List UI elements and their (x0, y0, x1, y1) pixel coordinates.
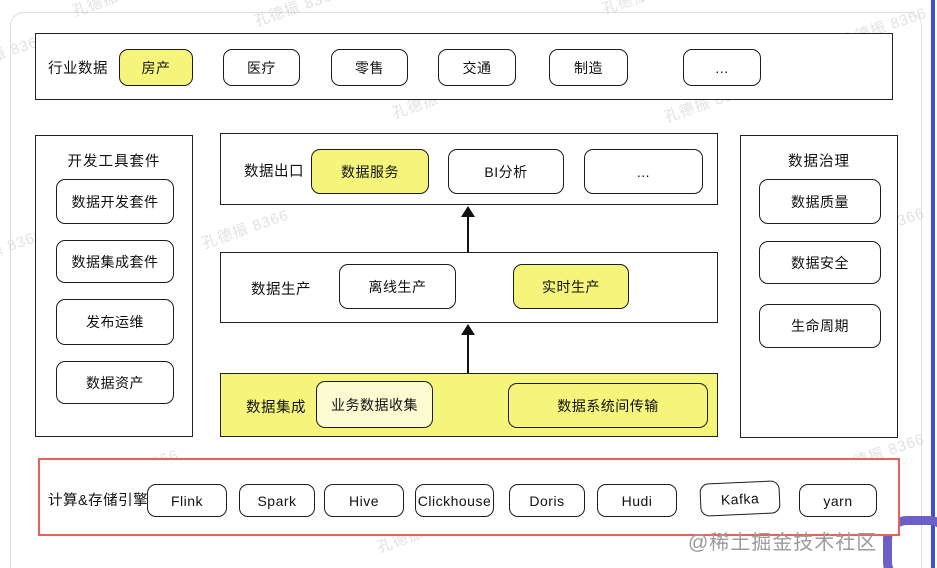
production-item-realtime: 实时生产 (513, 264, 629, 309)
engine-item-clickhouse: Clickhouse (415, 484, 494, 517)
engines-row-container: 计算&存储引擎 Flink Spark Hive Clickhouse Dori… (38, 458, 900, 536)
engine-item-hive: Hive (324, 484, 404, 517)
governance-item-data-security: 数据安全 (759, 241, 881, 284)
engines-row-label: 计算&存储引擎 (48, 492, 149, 509)
industry-item-manufacturing: 制造 (549, 49, 628, 86)
engine-item-hudi: Hudi (597, 484, 677, 517)
devtools-item-data-integration-suite: 数据集成套件 (56, 240, 174, 283)
integration-item-business-data-collection: 业务数据收集 (316, 381, 433, 428)
industry-item-retail: 零售 (331, 49, 408, 86)
export-item-data-service: 数据服务 (311, 149, 429, 194)
arrow-production-to-export-head (461, 206, 475, 217)
engine-item-spark: Spark (239, 484, 315, 517)
export-item-more: ... (584, 149, 703, 194)
devtools-column-title: 开发工具套件 (67, 154, 161, 170)
governance-item-lifecycle: 生命周期 (759, 304, 881, 348)
devtools-item-data-dev-suite: 数据开发套件 (56, 179, 174, 224)
industry-row-container: 行业数据 房产 医疗 零售 交通 制造 ... (35, 33, 893, 100)
export-row-container: 数据出口 数据服务 BI分析 ... (220, 133, 718, 205)
industry-item-medical: 医疗 (223, 49, 300, 86)
industry-item-more: ... (683, 49, 761, 86)
community-credit-watermark: @稀土掘金技术社区 (688, 532, 878, 554)
industry-item-real-estate: 房产 (119, 49, 193, 86)
production-row-label: 数据生产 (251, 282, 311, 298)
engine-item-yarn: yarn (799, 484, 877, 517)
integration-row-label: 数据集成 (246, 399, 306, 416)
integration-item-inter-system-transfer: 数据系统间传输 (508, 383, 708, 428)
integration-row-container: 数据集成 业务数据收集 数据系统间传输 (220, 373, 718, 437)
arrow-integration-to-production-head (461, 324, 475, 335)
production-row-container: 数据生产 离线生产 实时生产 (220, 252, 718, 323)
export-item-bi-analysis: BI分析 (448, 149, 564, 194)
industry-item-transport: 交通 (438, 49, 516, 86)
page-right-edge (931, 0, 935, 568)
arrow-integration-to-production-line (467, 333, 469, 373)
devtools-item-release-ops: 发布运维 (56, 299, 174, 345)
export-row-label: 数据出口 (244, 163, 304, 180)
governance-column-container: 数据治理 数据质量 数据安全 生命周期 (740, 135, 898, 438)
production-item-offline: 离线生产 (339, 264, 456, 309)
industry-row-label: 行业数据 (48, 61, 108, 77)
arrow-production-to-export-line (467, 215, 469, 252)
engine-item-kafka: Kafka (699, 480, 781, 517)
devtools-item-data-assets: 数据资产 (56, 361, 174, 404)
engine-item-flink: Flink (147, 484, 227, 517)
governance-column-title: 数据治理 (788, 154, 850, 170)
page-corner-decoration (883, 516, 937, 568)
engine-item-doris: Doris (509, 484, 585, 517)
governance-item-data-quality: 数据质量 (759, 179, 881, 224)
devtools-column-container: 开发工具套件 数据开发套件 数据集成套件 发布运维 数据资产 (35, 135, 193, 437)
